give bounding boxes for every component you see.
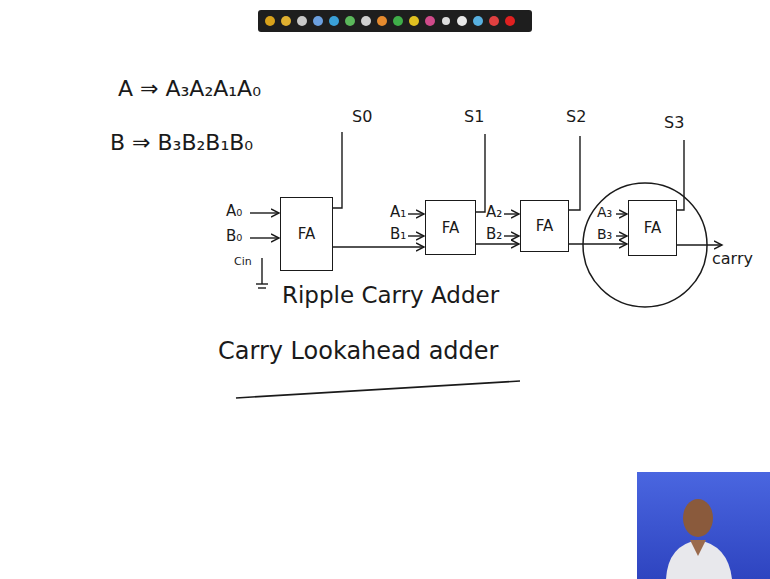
toolbar — [258, 10, 532, 32]
signal-name: Cin — [234, 256, 252, 269]
signal-name: S1 — [464, 108, 484, 126]
equation: B ⇒ B₃B₂B₁B₀ — [110, 130, 253, 155]
signal-name: S3 — [664, 114, 684, 132]
signal-name: A₁ — [390, 204, 406, 221]
carry-wire — [333, 246, 424, 247]
signal-name: A₂ — [486, 204, 502, 221]
signal-name: S0 — [352, 108, 372, 126]
signal-name: B₁ — [390, 226, 406, 243]
video-inset — [637, 472, 770, 579]
box-text: FA — [442, 219, 460, 237]
signal-name: A₀ — [226, 203, 242, 220]
full-adder-box: FA — [520, 200, 569, 252]
box-text: FA — [298, 225, 316, 243]
signal-name: B₂ — [486, 226, 502, 243]
full-adder-box: FA — [425, 200, 476, 255]
signal-name: A₃ — [597, 204, 612, 220]
full-adder-box: FA — [628, 200, 677, 256]
underline — [236, 381, 520, 398]
full-adder-box: FA — [280, 197, 333, 271]
carry-out-wire — [677, 244, 722, 245]
equation: A ⇒ A₃A₂A₁A₀ — [118, 76, 261, 101]
signal-name: S2 — [566, 108, 586, 126]
box-text: FA — [644, 219, 662, 237]
carry-wire — [476, 243, 519, 244]
highlight-circle — [583, 183, 707, 307]
box-text: FA — [536, 217, 554, 235]
carry-wire — [569, 243, 627, 244]
heading-note: Carry Lookahead adder — [218, 338, 498, 366]
signal-name: carry — [712, 250, 753, 268]
signal-name: B₃ — [597, 226, 612, 242]
signal-name: B₀ — [226, 228, 242, 245]
heading-note: Ripple Carry Adder — [282, 282, 499, 308]
